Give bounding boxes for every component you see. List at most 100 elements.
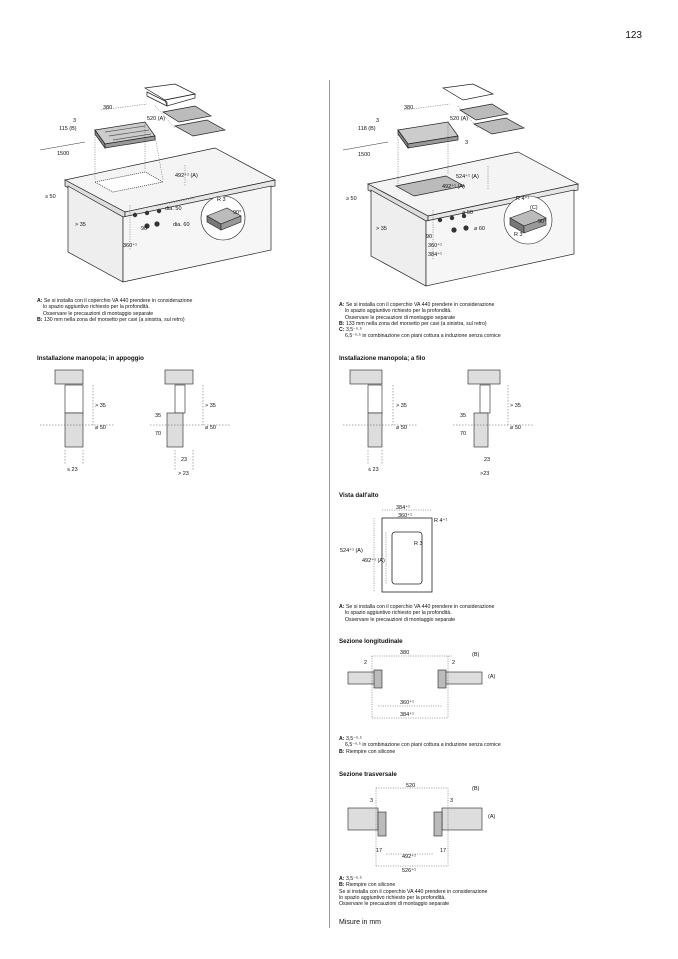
dim-492: 492⁺¹ (A) xyxy=(442,183,465,190)
transverse-section-notes: A: 3,5⁻⁰·⁵ B: Riempire con silicone Se s… xyxy=(339,876,488,908)
dim-3: 3 xyxy=(73,118,76,124)
dim-115: 115 (B) xyxy=(59,126,77,132)
knob2-dim-gt23: > 23 xyxy=(178,471,189,477)
top-view-diagram: 384⁺¹ 360⁺¹ R 4⁺¹ R 3 524⁺¹ (A) 492⁺¹ (A… xyxy=(340,504,447,593)
knob-dim-dia50: ⌀ 50 xyxy=(95,425,106,431)
dim-90: 90 xyxy=(426,234,432,240)
knob-dim-gt35: > 35 xyxy=(396,403,407,409)
dim-r3: R 3 xyxy=(514,232,523,238)
dim-c: (C) xyxy=(530,205,538,211)
dimension-lines xyxy=(94,103,196,250)
dim-90: 90 xyxy=(141,226,147,232)
top-dim-492: 492⁺¹ (A) xyxy=(362,557,385,564)
long-dim-b: (B) xyxy=(472,652,480,658)
knob-holes xyxy=(132,208,162,229)
knob2-dim-dia50: ⌀ 50 xyxy=(205,425,216,431)
knob2-dim-35: 35 xyxy=(155,413,161,419)
trans-dim-17a: 17 xyxy=(376,848,382,854)
units-note: Misure in mm xyxy=(339,919,382,926)
top-dim-360: 360⁺¹ xyxy=(398,512,412,519)
lid-illustration xyxy=(441,83,526,135)
dim-360: 360⁺¹ xyxy=(123,242,137,249)
dim-118: 118 (B) xyxy=(358,126,376,132)
dim-3: 3 xyxy=(376,118,379,124)
cooktop-module xyxy=(397,121,459,150)
trans-dim-492: 492⁺¹ xyxy=(402,853,416,860)
dim-492: 492⁺¹ (A) xyxy=(175,172,198,179)
knob-holes xyxy=(437,213,469,233)
top-view-heading: Vista dall'alto xyxy=(339,492,379,499)
knob2-dim-gt35: > 35 xyxy=(510,403,521,409)
dim-min50: ≥ 50 xyxy=(45,194,56,200)
dim-1500: 1500 xyxy=(57,151,69,157)
longitudinal-section-heading: Sezione longitudinale xyxy=(339,638,403,645)
knob2-dim-dia50: ⌀ 50 xyxy=(510,425,521,431)
long-dim-a: (A) xyxy=(488,674,496,680)
dim-3b: 3 xyxy=(465,140,468,146)
dim-384: 384⁺¹ xyxy=(428,251,442,258)
knob2-dim-23: 23 xyxy=(181,457,187,463)
dim-90deg: 90° xyxy=(538,219,546,225)
trans-dim-526: 526⁺¹ xyxy=(402,867,416,874)
corner-detail xyxy=(200,195,246,241)
knob2-dim-gt23: >23 xyxy=(480,471,489,477)
dim-min50: ≥ 50 xyxy=(346,196,357,202)
trans-dim-b: (B) xyxy=(472,786,480,792)
dim-r3: R 3 xyxy=(217,197,226,203)
top-dim-r4: R 4⁺¹ xyxy=(434,517,447,524)
longitudinal-section-notes: A: 3,5⁻⁰·⁵ 6,5⁻⁰·⁵ in combinazione con p… xyxy=(339,736,501,755)
corner-detail xyxy=(503,195,553,245)
left-knob-diagram: > 35 ⌀ 50 ≤ 23 > 35 35 70 ⌀ 50 23 > 23 xyxy=(40,369,230,477)
long-dim-384: 384⁺¹ xyxy=(400,711,414,718)
dim-dia50: dia. 50 xyxy=(165,206,182,212)
left-installation-notes: A: Se si installa con il coperchio VA 44… xyxy=(37,298,193,323)
lid-illustration xyxy=(143,83,227,137)
trans-dim-3b: 3 xyxy=(450,798,453,804)
dim-dia60: dia. 60 xyxy=(173,222,190,228)
left-knob-heading: Installazione manopola; in appoggio xyxy=(37,355,144,362)
trans-dim-17b: 17 xyxy=(440,848,446,854)
knob2-dim-35: 35 xyxy=(460,413,466,419)
dim-90deg: 90° xyxy=(233,210,241,216)
left-installation-illustration: 380 520 (A) 3 115 (B) 1500 492⁺¹ (A) R 3… xyxy=(39,83,277,283)
cooktop-module xyxy=(94,121,156,150)
dim-380: 380 xyxy=(103,105,112,111)
right-installation-illustration: 380 520 (A) 3 118 (B) 3 1500 524⁺¹ (A) 4… xyxy=(342,83,580,287)
dim-520: 520 (A) xyxy=(450,116,468,122)
transverse-section-diagram: 520 3 3 (B) (A) 17 17 492⁺¹ 526⁺¹ xyxy=(347,783,496,874)
right-installation-notes: A: Se si installa con il coperchio VA 44… xyxy=(339,302,501,340)
top-dim-524: 524⁺¹ (A) xyxy=(340,547,363,554)
knob2-dim-70: 70 xyxy=(155,431,161,437)
page-number: 123 xyxy=(625,30,642,41)
knob-dim-gt35: > 35 xyxy=(95,403,106,409)
long-dim-380: 380 xyxy=(400,650,409,656)
knob2-dim-70: 70 xyxy=(460,431,466,437)
dim-360: 360⁺¹ xyxy=(428,242,442,249)
trans-dim-520: 520 xyxy=(406,783,415,789)
trans-dim-3a: 3 xyxy=(370,798,373,804)
top-dim-384: 384⁺¹ xyxy=(396,504,410,511)
dim-520: 520 (A) xyxy=(147,116,165,122)
dim-dia60: ⌀ 60 xyxy=(474,226,485,232)
dim-gt35: > 35 xyxy=(75,222,86,228)
knob2-dim-gt35: > 35 xyxy=(205,403,216,409)
long-dim-360: 360⁺¹ xyxy=(400,699,414,706)
right-knob-diagram: > 35 ⌀ 50 ≤ 23 > 35 35 70 ⌀ 50 23 >23 xyxy=(343,369,533,477)
long-dim-2b: 2 xyxy=(452,660,455,666)
top-view-notes: A: Se si installa con il coperchio VA 44… xyxy=(339,604,495,623)
knob2-dim-23: 23 xyxy=(484,457,490,463)
dim-r4: R 4⁺¹ xyxy=(516,195,529,202)
transverse-section-heading: Sezione trasversale xyxy=(339,771,397,778)
column-divider xyxy=(329,80,330,928)
knob-dim-le23: ≤ 23 xyxy=(368,467,379,473)
dim-380: 380 xyxy=(404,105,413,111)
knob-dim-dia50: ⌀ 50 xyxy=(396,425,407,431)
knob-dim-le23: ≤ 23 xyxy=(67,467,78,473)
trans-dim-a: (A) xyxy=(488,814,496,820)
longitudinal-section-diagram: 380 2 2 (B) (A) 360⁺¹ 384⁺¹ xyxy=(347,650,496,719)
dim-dia50: ⌀ 50 xyxy=(462,210,473,216)
long-dim-2a: 2 xyxy=(364,660,367,666)
dim-1500: 1500 xyxy=(358,152,370,158)
right-knob-heading: Installazione manopola; a filo xyxy=(339,355,426,362)
dimension-lines xyxy=(397,103,489,260)
